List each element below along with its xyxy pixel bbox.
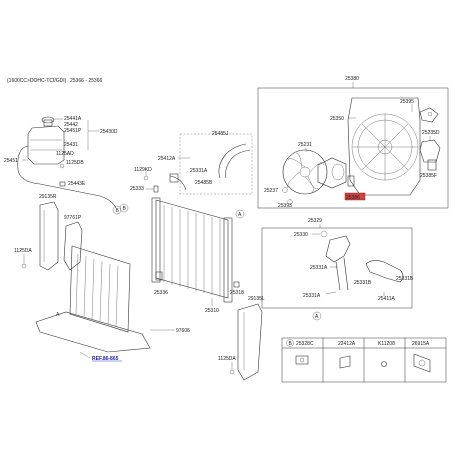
label-25231: 25231 [298, 142, 312, 148]
lower-hose-outlet [365, 260, 404, 283]
label-1129KD: 1129KD [134, 167, 152, 173]
label-25411A: 25411A [378, 296, 396, 302]
label-25331B-mid: 25331B [354, 280, 372, 286]
section-header: 25366 - 25366 [70, 78, 102, 84]
label-25393: 25393 [278, 203, 292, 209]
label-25237: 25237 [264, 188, 278, 194]
label-25330: 25330 [294, 232, 308, 238]
cooling-fan [282, 149, 328, 195]
reservoir-hose [17, 145, 117, 209]
label-25331A-low: 25331A [303, 293, 321, 299]
label-25318: 25318 [230, 290, 244, 296]
label-25430D: 25430D [100, 129, 118, 135]
callout-a-1: A [238, 212, 242, 218]
condenser [69, 245, 131, 333]
legend-item-1: 25328C [296, 341, 314, 347]
left-side-group: 29135R 97761P 1125DA A 97606 REF.86-865 [14, 194, 190, 362]
label-25451P: 25451P [64, 128, 82, 134]
label-1125DA-left: 1125DA [14, 248, 32, 254]
legend-part-bolt [381, 361, 387, 367]
callout-b-1: B [116, 208, 120, 214]
label-25310: 25310 [205, 308, 219, 314]
label-25329: 25329 [308, 218, 322, 224]
label-1125DB: 1125DB [66, 160, 84, 166]
fan-assembly-box [257, 87, 449, 209]
right-side-group: 29135L 1125DA [218, 296, 265, 381]
label-97606-left-marker: A [56, 312, 60, 318]
lower-air-guard [35, 311, 151, 353]
coolant-reservoir [27, 125, 65, 165]
label-25412A: 25412A [158, 156, 176, 162]
label-25443E: 25443E [68, 181, 86, 187]
air-guard-bracket [63, 221, 83, 271]
label-25331B-right: 25331B [396, 276, 414, 282]
label-25333: 25333 [130, 186, 144, 192]
upper-hose-group: 25485J 25412A 25331A 25485B 1129KD 25333… [119, 131, 253, 213]
label-25386: 25386 [346, 195, 360, 201]
label-25451: 25451 [4, 158, 18, 164]
legend-part-bracket [339, 355, 351, 369]
lower-hose-box [261, 227, 413, 309]
side-air-guard-left [237, 303, 263, 381]
legend-part-valve [413, 353, 431, 373]
shroud-bracket [419, 107, 439, 123]
fan-shroud-group: 25380 25350 25395 25235D 25385F 252 [257, 76, 449, 209]
label-25431: 25431 [64, 142, 78, 148]
legend-part-clamp [295, 355, 309, 365]
legend-callout-a: B [289, 341, 293, 347]
lower-hose-group: 25329 25330 25331A 25331B 25331B 25331A … [261, 218, 414, 321]
label-25485B: 25485B [195, 180, 213, 186]
label-97606: 97606 [176, 328, 190, 334]
label-1125AD: 1125AD [56, 151, 74, 157]
callout-a-2: A [315, 314, 319, 320]
label-25380: 25380 [345, 76, 359, 82]
label-1125DA-right: 1125DA [218, 356, 236, 362]
fan-resistor [419, 139, 441, 163]
fan-clip [347, 175, 355, 187]
label-29135L: 29135L [248, 296, 265, 302]
engine-header: (1600CC>DOHC-TCI/GDI) [7, 78, 67, 84]
legend-item-3: K11208 [378, 341, 395, 347]
label-25442: 25442 [64, 122, 78, 128]
label-97761P: 97761P [64, 215, 82, 221]
fan-connector [427, 159, 437, 171]
label-29135R: 29135R [39, 194, 57, 200]
label-25331A-top: 25331A [190, 168, 208, 174]
label-25235D: 25235D [422, 130, 440, 136]
label-25385F: 25385F [420, 173, 437, 179]
label-25331A-mid: 25331A [310, 265, 328, 271]
fan-shroud [347, 97, 421, 196]
legend-item-2: 22412A [338, 341, 356, 347]
ref-86-865[interactable]: REF.86-865 [92, 356, 119, 362]
lower-hose-fitting [325, 235, 351, 263]
label-25350: 25350 [330, 116, 344, 122]
reservoir-group: 25441A 25442 25451P 25430D 25431 1125AD … [4, 116, 122, 215]
callout-b-2: B [123, 206, 127, 212]
label-25395: 25395 [400, 99, 414, 105]
side-air-guard-right [39, 201, 59, 271]
legend-item-4: 26915A [412, 341, 430, 347]
radiator-group: A 25336 25310 25318 [151, 197, 245, 314]
label-25336: 25336 [154, 290, 168, 296]
fan-motor [317, 157, 347, 189]
legend-table: B 25328C 22412A K11208 26915A [281, 337, 447, 383]
radiator [155, 199, 229, 299]
label-25441A: 25441A [64, 116, 82, 122]
upper-hose-lower [169, 175, 187, 191]
upper-hose-upper [218, 143, 247, 179]
label-25485J: 25485J [212, 131, 229, 137]
